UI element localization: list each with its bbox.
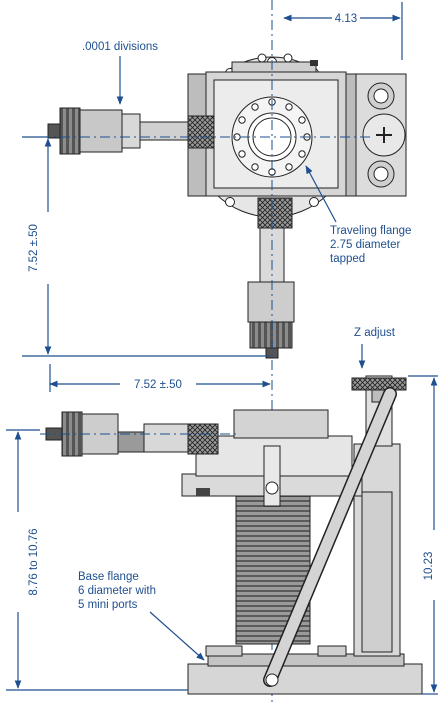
- knurled-collar: [187, 115, 215, 149]
- svg-text:Base flange: Base flange: [78, 571, 139, 583]
- dim-vertical: 7.52 ±.50: [28, 224, 40, 272]
- svg-text:5 mini ports: 5 mini ports: [78, 599, 138, 611]
- dim-horizontal: 7.52 ±.50: [134, 379, 182, 391]
- callout-divisions: .0001 divisions: [82, 41, 158, 53]
- dim-offset: 4.13: [335, 13, 357, 25]
- callout-base: Base flange 6 diameter with 5 mini ports: [78, 571, 156, 611]
- dim-height-range: 8.76 to 10.76: [28, 528, 40, 595]
- svg-text:6 diameter with: 6 diameter with: [78, 585, 156, 597]
- top-view: 4.13 7.52 ±.50 7.52 ±.50 .0001 divisions…: [22, 0, 411, 702]
- base-flange: [187, 663, 423, 695]
- callout-z: Z adjust: [354, 327, 396, 339]
- y-micrometer: [247, 197, 295, 359]
- svg-text:tapped: tapped: [330, 253, 365, 265]
- svg-text:2.75 diameter: 2.75 diameter: [330, 239, 400, 251]
- side-view: Z adjust 8.76 to 10.76 10.23 Base flange…: [6, 327, 438, 695]
- x-micrometer: [47, 107, 215, 155]
- dim-total-height: 10.23: [423, 552, 435, 581]
- side-micrometer: [45, 411, 219, 457]
- svg-text:Traveling flange: Traveling flange: [330, 225, 411, 237]
- callout-flange: Traveling flange 2.75 diameter tapped: [330, 225, 411, 265]
- z-adjust-knob: [351, 377, 407, 391]
